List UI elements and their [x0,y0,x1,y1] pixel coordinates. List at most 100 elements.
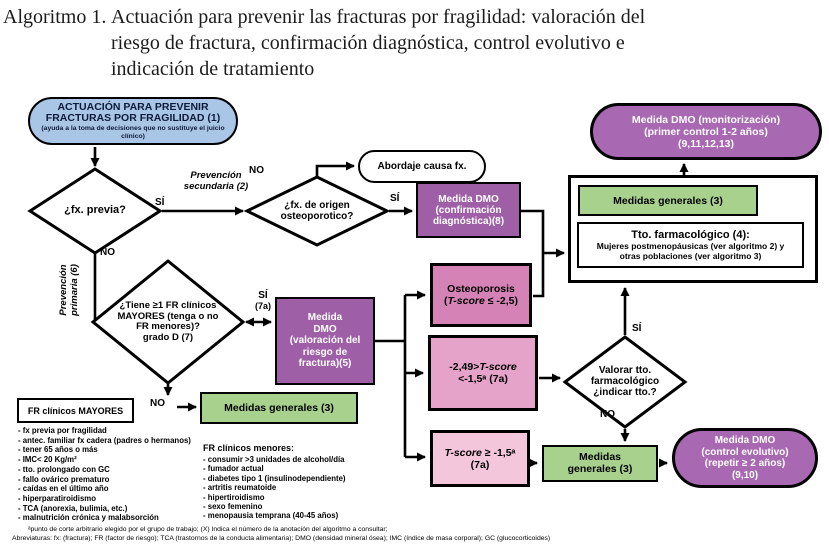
label-si-fxprevia: SÍ [155,197,165,208]
list-item: - malnutrición crónica y malabsorción [18,513,159,523]
text-line: Valorar tto. [598,365,652,376]
fr-mayores-title: FR clínicos MAYORES [27,405,124,416]
decision-diamond-fx-previa [27,167,163,255]
label-no-valorar: NO [600,409,615,420]
text-line: (7a) [470,458,490,471]
fr-menores-list: - consumir >3 unidades de alcohol/día - … [203,455,393,521]
text-line: Medida DMO (monitorización) [631,113,781,126]
list-item: - caídas en el último año [18,484,109,494]
list-item: - TCA (anorexia, bulimia, etc.) [18,503,128,513]
title-block: Algoritmo 1. Actuación para prevenir las… [3,4,696,82]
fr-menores-title: FR clínicos menores: [203,443,295,453]
text-line: diagnóstica)(8) [432,215,505,227]
text-line: ¿fx. previa? [64,204,126,216]
text-line: Mujeres postmenopáusicas (ver algoritmo … [596,241,785,251]
text-line: (valoración del [289,335,361,347]
label-si-valorar: SÍ [632,323,642,334]
fx-previa-question: ¿fx. previa? [42,204,148,216]
list-item: - fallo ovárico prematuro [18,474,110,484]
label-prevencion-secundaria: Prevención secundaria (2) [183,170,249,192]
list-item: - IMC< 20 Kg/m² [18,455,77,465]
osteoporosis-node: Osteoporosis (T-score ≤ -2,5) [430,263,532,327]
dmo-monitorizacion-node: Medida DMO (monitorización) (primer cont… [590,103,822,160]
decision-diamond-valorar-tto [562,335,688,429]
list-item: - tto. prolongado con GC [18,464,110,474]
label-no-origen: NO [249,165,264,176]
text-line: (9,10) [731,469,759,481]
list-item: - tener 65 años o más [18,445,98,455]
fr-mayores-title-box: FR clínicos MAYORES [17,398,134,423]
fr-mayores-list: - fx previa por fragilidad - antec. fami… [18,426,208,523]
text-line: (confirmación [435,204,502,216]
text-line: generales (3) [567,462,633,475]
list-item: - antec. familiar fx cadera (padres o he… [18,435,191,445]
list-item: - fumador actual [203,464,264,474]
text-line: (T-score ≤ -2,5) [443,295,519,307]
text-line: ¿indicar tto.? [593,387,657,398]
decision-diamond-fr-mayores [90,259,246,385]
dmo-confirmacion-node: Medida DMO (confirmación diagnóstica)(8) [416,182,521,238]
text-line: ¿Tiene ≥1 FR clínicos [119,300,217,311]
page-title: Actuación para prevenir las fracturas po… [111,6,646,80]
text-line: Tto. farmacológico (4): [631,229,750,241]
text-line: (primer control 1-2 años) [644,125,768,138]
label-si-origen: SÍ [390,193,400,204]
label-no-frmayores: NO [150,398,165,409]
medidas-generales-tto-node: Medidas generales (3) [578,185,758,216]
text-line: FR menores)? [136,321,200,332]
algorithm-number: Algoritmo 1. [3,6,107,28]
list-item: - menopausia temprana (40-45 años) [203,511,339,521]
text-line: (repetir ≥ 2 años) [704,458,786,469]
list-item: - hiperparatiroidismo [18,493,96,503]
start-node: ACTUACIÓN PARA PREVENIR FRACTURAS POR FR… [28,97,238,145]
abordaje-causa-node: Abordaje causa fx. [358,150,486,183]
text-line: fractura)(5) [298,358,352,370]
footnote-abbreviations: Abreviaturas: fx: (fractura); FR (factor… [12,535,551,542]
fr-mayores-question: ¿Tiene ≥1 FR clínicos MAYORES (tenga o n… [103,300,233,343]
text-line: ¿fx. de origen [284,200,350,211]
start-subtitle: (ayuda a la toma de decisiones que no su… [41,124,225,140]
text-line: DMO [313,323,337,335]
text-line: osteoporotico? [280,211,354,222]
list-item: - diabetes tipo 1 (insulinodependiente) [203,473,346,483]
valorar-tto-question: Valorar tto. farmacológico ¿indicar tto.… [572,365,678,398]
label-si-frmayores: SÍ(7a) [254,290,271,311]
list-item: - hipertiroidismo [203,492,265,502]
dmo-valoracion-node: Medida DMO (valoración del riesgo de fra… [275,297,375,385]
footnote-cutoff: ᵃpunto de corte arbitrario elegido por e… [28,526,388,533]
text-line: (9,11,12,13) [677,137,735,150]
tto-farmacologico-node: Tto. farmacológico (4): Mujeres postmeno… [577,222,804,268]
decision-diamond-fx-origen [243,175,391,247]
text-line: Medidas generales (3) [613,194,723,207]
text-line: MAYORES (tenga o no [117,310,219,322]
text-line: farmacológico [590,376,660,387]
label-prevencion-primaria: Prevención primaria (6) [58,264,80,316]
text-line: (control evolutivo) [701,446,789,458]
connector-origen-no [315,161,355,177]
text-line: Medidas [578,451,621,463]
medidas-generales-primaria-node: Medidas generales (3) [200,392,358,424]
text-line: Medida DMO [438,193,499,205]
text-line: <-1,5ᵃ (7a) [458,373,508,385]
list-item: - fx previa por fragilidad [18,426,107,435]
text-line: Abordaje causa fx. [377,161,467,172]
list-item: - consumir >3 unidades de alcohol/día [203,455,345,464]
list-item: - artritis reumatoide [203,483,277,493]
text-line: otras poblaciones (ver algoritmo 3) [619,251,762,261]
text-line: riesgo de [302,346,348,358]
tscore-medio-node: -2,49>T-score <-1,5ᵃ (7a) [428,335,538,411]
fx-origen-question: ¿fx. de origen osteoporotico? [257,200,377,222]
text-line: grado D (7) [142,331,194,343]
text-line: T-score ≥ -1,5ᵃ [444,446,516,459]
dmo-control-evolutivo-node: Medida DMO (control evolutivo) (repetir … [672,428,818,488]
text-line: Osteoporosis [447,283,515,295]
tscore-alto-node: T-score ≥ -1,5ᵃ (7a) [430,430,530,487]
text-line: Medidas generales (3) [224,402,334,414]
text-line: FRACTURAS POR FRAGILIDAD (1) [45,111,221,124]
list-item: - sexo femenino [203,502,263,512]
text-line: -2,49>T-score [449,361,517,373]
text-line: Medida [307,312,343,324]
text-line: Medida DMO [714,435,776,446]
